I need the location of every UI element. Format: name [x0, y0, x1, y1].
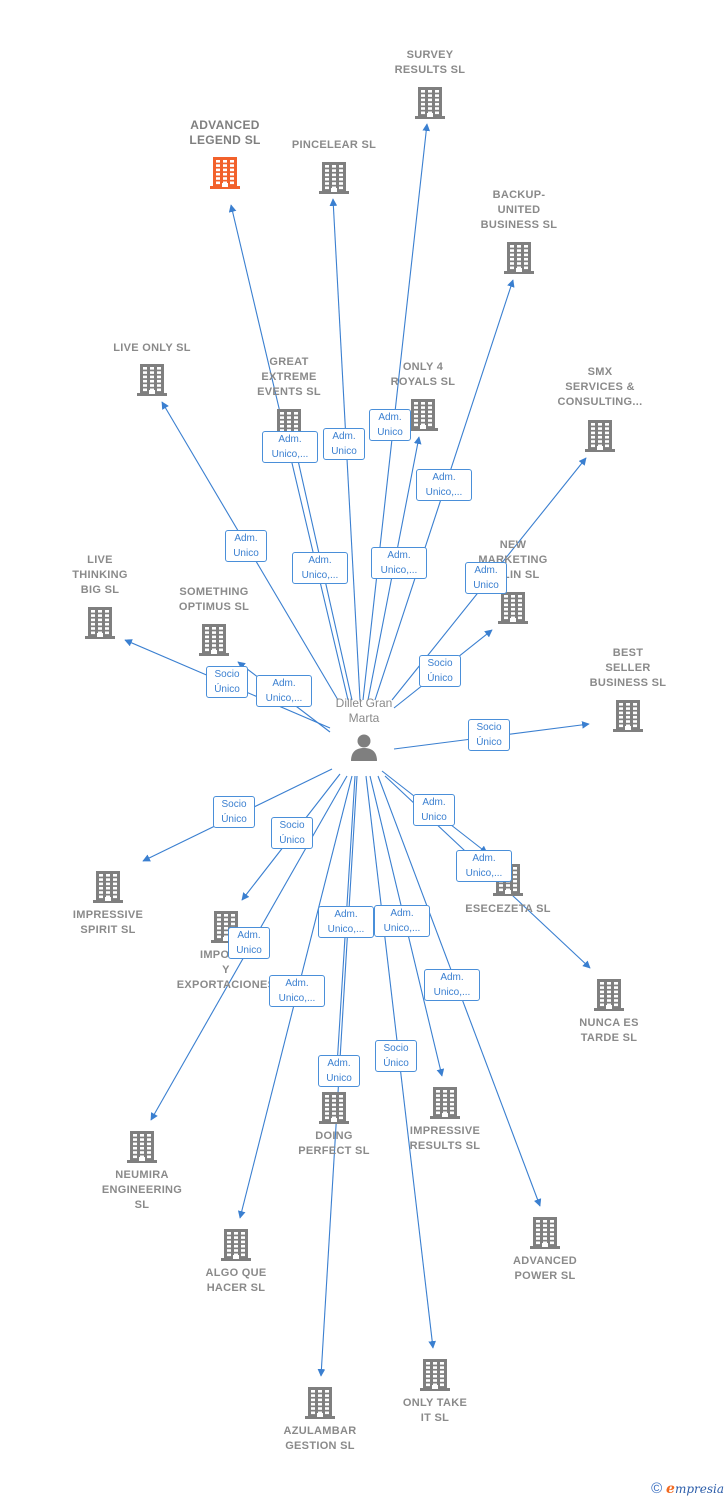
company-node-label: AZULAMBAR GESTION SL — [283, 1425, 357, 1452]
role-badge-live-thinking[interactable]: Socio Único — [206, 666, 248, 698]
building-icon — [405, 397, 441, 433]
company-node-label: ONLY TAKE IT SL — [402, 1397, 468, 1424]
company-node-label: SURVEY RESULTS SL — [394, 49, 466, 76]
company-node-label: ADVANCED LEGEND SL — [189, 118, 261, 147]
company-node-label: ESECEZETA SL — [465, 903, 551, 915]
building-icon — [134, 362, 170, 398]
footer-brand: © empresia — [651, 1480, 724, 1497]
role-badge-advanced-legend[interactable]: Adm. Unico,... — [262, 431, 318, 463]
building-icon — [90, 869, 126, 905]
brand-logo-initial: e — [666, 1481, 675, 1497]
role-badge-smx[interactable]: Adm. Unico — [465, 562, 507, 594]
company-node-label: IMPRESSIVE RESULTS SL — [409, 1125, 481, 1152]
company-node-label: NEUMIRA ENGINEERING SL — [101, 1169, 183, 1211]
role-badge-doing[interactable]: Adm. Unico — [318, 1055, 360, 1087]
role-badge-advanced-power[interactable]: Adm. Unico,... — [424, 969, 480, 1001]
role-badge-importaciones[interactable]: Socio Único — [271, 817, 313, 849]
company-node-label: SMX SERVICES & CONSULTING... — [557, 366, 643, 408]
company-node-label: SOMETHING OPTIMUS SL — [178, 586, 250, 613]
building-icon — [610, 698, 646, 734]
role-badge-pincelear[interactable]: Adm. Unico — [323, 428, 365, 460]
role-badge-nunca[interactable]: Adm. Unico,... — [456, 850, 512, 882]
role-badge-only-take[interactable]: Socio Único — [375, 1040, 417, 1072]
role-badge-impressive-spirit[interactable]: Socio Único — [213, 796, 255, 828]
building-icon — [427, 1085, 463, 1121]
building-icon — [82, 605, 118, 641]
building-icon — [417, 1357, 453, 1393]
role-badge-backup[interactable]: Adm. Unico,... — [416, 469, 472, 501]
company-node-label: ADVANCED POWER SL — [513, 1255, 577, 1282]
role-badge-neumira[interactable]: Adm. Unico — [228, 927, 270, 959]
building-icon — [124, 1129, 160, 1165]
role-badge-live-only[interactable]: Adm. Unico — [225, 530, 267, 562]
building-icon — [412, 85, 448, 121]
role-badge-impressive-results[interactable]: Adm. Unico,... — [374, 905, 430, 937]
role-badge-great-extreme[interactable]: Adm. Unico,... — [292, 552, 348, 584]
company-node-label: LIVE THINKING BIG SL — [72, 554, 128, 596]
company-node-label: ONLY 4 ROYALS SL — [390, 361, 456, 388]
company-node-label: GREAT EXTREME EVENTS SL — [257, 356, 321, 398]
copyright-symbol: © — [651, 1480, 663, 1497]
building-icon — [316, 160, 352, 196]
building-icon — [196, 622, 232, 658]
building-icon — [302, 1385, 338, 1421]
role-badge-best-seller[interactable]: Socio Único — [468, 719, 510, 751]
company-node-label: NEW MARKETING SOLIN SL — [478, 539, 548, 581]
building-icon — [207, 155, 243, 191]
company-node-label: IMPRESSIVE SPIRIT SL — [72, 909, 144, 936]
role-badge-something[interactable]: Adm. Unico,... — [256, 675, 312, 707]
building-icon — [218, 1227, 254, 1263]
role-badge-esecezeta[interactable]: Adm. Unico — [413, 794, 455, 826]
center-person[interactable]: Dillet Gran Marta — [304, 696, 424, 762]
person-icon — [351, 734, 377, 761]
company-node-label: ALGO QUE HACER SL — [205, 1267, 267, 1294]
building-icon — [591, 977, 627, 1013]
role-badge-azulambar[interactable]: Adm. Unico,... — [318, 906, 374, 938]
company-node-label: PINCELEAR SL — [291, 139, 377, 151]
center-person-label: Dillet Gran Marta — [335, 696, 393, 725]
role-badge-only4[interactable]: Adm. Unico,... — [371, 547, 427, 579]
brand-logo-text: mpresia — [674, 1482, 724, 1496]
building-icon — [495, 590, 531, 626]
role-badge-new-marketing[interactable]: Socio Único — [419, 655, 461, 687]
building-icon — [501, 240, 537, 276]
company-node-label: LIVE ONLY SL — [113, 342, 191, 354]
role-badge-survey[interactable]: Adm. Unico — [369, 409, 411, 441]
building-icon — [316, 1090, 352, 1126]
company-node-label: BACKUP- UNITED BUSINESS SL — [480, 189, 558, 231]
company-node-label: BEST SELLER BUSINESS SL — [589, 647, 667, 689]
company-node-label: NUNCA ES TARDE SL — [579, 1017, 639, 1044]
building-icon — [582, 418, 618, 454]
role-badge-algo[interactable]: Adm. Unico,... — [269, 975, 325, 1007]
building-icon — [527, 1215, 563, 1251]
company-node-label: DOING PERFECT SL — [298, 1130, 370, 1157]
